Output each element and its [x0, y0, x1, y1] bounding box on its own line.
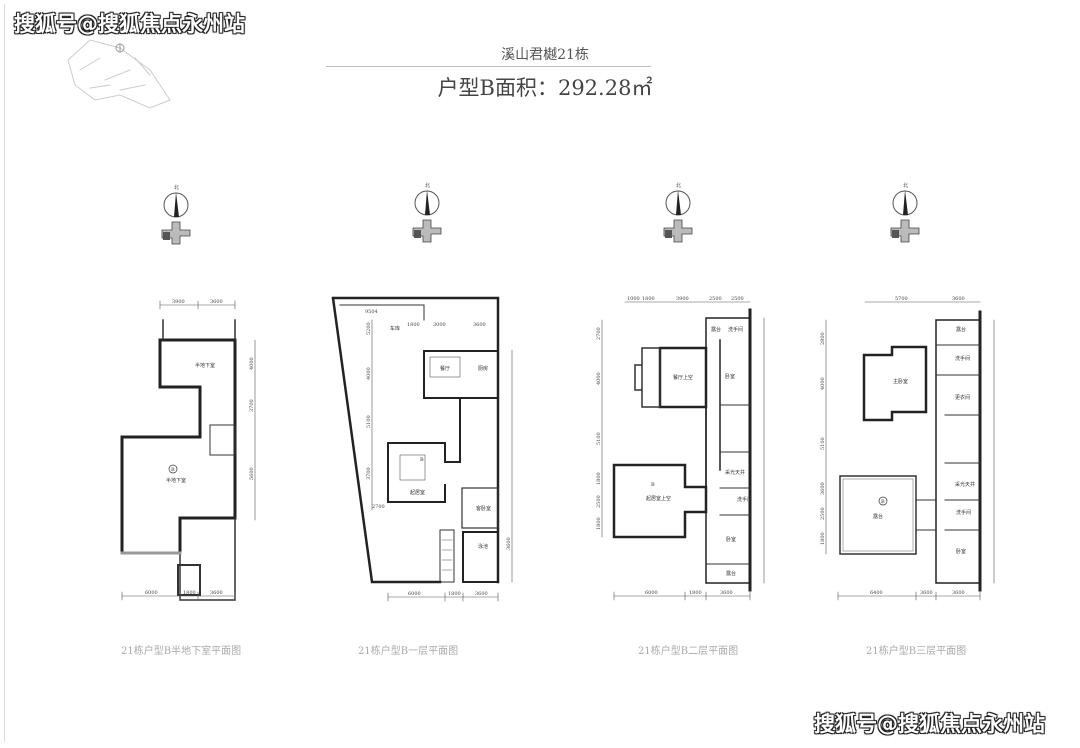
- svg-text:2800: 2800: [820, 332, 826, 345]
- page-frame: [4, 4, 1075, 742]
- svg-text:采光天井: 采光天井: [725, 469, 745, 476]
- svg-text:5100: 5100: [596, 432, 602, 445]
- svg-text:1800: 1800: [183, 590, 196, 596]
- plan-third-floor: 露台 洗手间 主卧室 更衣间 采光天井 露台 洗手间 卧室 B 5700 360…: [820, 296, 995, 657]
- svg-text:采光天井: 采光天井: [955, 481, 975, 488]
- watermark-bottom: 搜狐号@搜狐焦点永州站: [814, 712, 1045, 736]
- svg-text:3600: 3600: [720, 590, 733, 596]
- unit-area-title: 户型B面积：292.28㎡: [437, 76, 653, 100]
- svg-text:餐厅上空: 餐厅上空: [673, 374, 693, 381]
- svg-text:卧室: 卧室: [725, 373, 735, 380]
- svg-text:3900: 3900: [676, 296, 689, 302]
- svg-text:1800: 1800: [820, 532, 826, 545]
- svg-text:4000: 4000: [596, 372, 602, 385]
- svg-text:泳池: 泳池: [478, 543, 488, 550]
- svg-text:6000: 6000: [408, 591, 421, 597]
- svg-text:起居室上空: 起居室上空: [646, 495, 671, 502]
- project-title: 溪山君樾21栋: [501, 47, 589, 63]
- svg-text:北: 北: [174, 184, 179, 191]
- svg-text:1000: 1000: [627, 296, 640, 302]
- plan-basement: 半地下室 半地下室 B 3900 3600 6000 1800 3600 400…: [120, 299, 256, 657]
- svg-text:起居室: 起居室: [410, 489, 425, 496]
- svg-text:B: B: [420, 457, 424, 463]
- svg-text:3700: 3700: [249, 399, 255, 412]
- svg-text:6000: 6000: [145, 590, 158, 596]
- svg-text:4000: 4000: [820, 377, 826, 390]
- svg-text:5100: 5100: [366, 415, 372, 428]
- svg-text:2500: 2500: [709, 296, 722, 302]
- title-divider: [326, 66, 651, 67]
- plan-second-floor: 露台 洗手间 餐厅上空 卧室 采光天井 起居室上空 洗手间 卧室 露台 B 10…: [596, 296, 765, 657]
- compass-icon: 北: [890, 182, 920, 243]
- compass-icon: 北: [161, 184, 191, 245]
- svg-text:1800: 1800: [448, 591, 461, 597]
- svg-text:B: B: [881, 499, 885, 505]
- svg-text:洗手间: 洗手间: [737, 496, 752, 503]
- svg-text:洗手间: 洗手间: [956, 509, 971, 516]
- svg-text:1800: 1800: [642, 296, 655, 302]
- svg-text:1800: 1800: [596, 472, 602, 485]
- svg-text:3600: 3600: [210, 299, 223, 305]
- svg-text:21栋户型B半地下室平面图: 21栋户型B半地下室平面图: [121, 644, 241, 657]
- svg-text:2500: 2500: [731, 296, 744, 302]
- svg-text:6400: 6400: [870, 590, 883, 596]
- svg-text:3600: 3600: [475, 591, 488, 597]
- site-plan-thumbnail: [67, 39, 171, 109]
- svg-text:6000: 6000: [645, 590, 658, 596]
- svg-text:卧室: 卧室: [956, 548, 966, 555]
- svg-text:洗手间: 洗手间: [955, 355, 970, 362]
- svg-text:车库: 车库: [390, 325, 400, 332]
- svg-text:卧室: 卧室: [726, 536, 736, 543]
- svg-text:4000: 4000: [249, 357, 255, 370]
- svg-text:3600: 3600: [210, 590, 223, 596]
- svg-text:3000: 3000: [433, 322, 446, 328]
- svg-text:露台: 露台: [873, 513, 883, 520]
- svg-text:更衣间: 更衣间: [955, 394, 970, 401]
- plan-first-floor: 车库 餐厅 厨房 起居室 客卧室 泳池 B 9504 1800 3000 360…: [331, 296, 513, 657]
- svg-text:3700: 3700: [366, 467, 372, 480]
- compass-icon: 北: [412, 182, 442, 243]
- compass-icon: 北: [663, 182, 693, 243]
- svg-text:露台: 露台: [726, 570, 736, 577]
- svg-text:B: B: [651, 482, 655, 488]
- svg-text:厨房: 厨房: [478, 365, 488, 372]
- svg-text:3600: 3600: [952, 590, 965, 596]
- svg-text:3900: 3900: [172, 299, 185, 305]
- svg-text:2700: 2700: [596, 327, 602, 340]
- svg-text:5700: 5700: [895, 296, 908, 302]
- svg-text:露台: 露台: [956, 326, 966, 333]
- svg-text:2500: 2500: [596, 495, 602, 508]
- svg-text:5200: 5200: [366, 322, 372, 335]
- svg-text:北: 北: [903, 182, 908, 189]
- svg-text:露台: 露台: [711, 326, 721, 333]
- svg-text:3600: 3600: [506, 537, 512, 550]
- svg-text:9504: 9504: [365, 309, 378, 315]
- svg-text:1800: 1800: [689, 590, 702, 596]
- svg-text:3600: 3600: [820, 482, 826, 495]
- svg-text:餐厅: 餐厅: [440, 365, 450, 372]
- svg-text:B: B: [171, 467, 175, 473]
- svg-text:洗手间: 洗手间: [728, 326, 743, 333]
- svg-text:半地下室: 半地下室: [195, 362, 215, 369]
- svg-text:主卧室: 主卧室: [893, 378, 908, 385]
- svg-text:5600: 5600: [249, 467, 255, 480]
- svg-text:5100: 5100: [820, 437, 826, 450]
- svg-text:21栋户型B三层平面图: 21栋户型B三层平面图: [866, 644, 966, 657]
- svg-text:2700: 2700: [372, 504, 385, 510]
- svg-text:北: 北: [425, 182, 430, 189]
- svg-text:21栋户型B一层平面图: 21栋户型B一层平面图: [358, 644, 458, 657]
- svg-text:客卧室: 客卧室: [476, 505, 491, 512]
- svg-text:半地下室: 半地下室: [166, 477, 186, 484]
- svg-text:4000: 4000: [366, 367, 372, 380]
- svg-text:北: 北: [676, 182, 681, 189]
- svg-text:1800: 1800: [407, 322, 420, 328]
- svg-text:3600: 3600: [473, 322, 486, 328]
- svg-text:2500: 2500: [820, 507, 826, 520]
- svg-text:3600: 3600: [920, 590, 933, 596]
- svg-text:3600: 3600: [952, 296, 965, 302]
- svg-text:1800: 1800: [596, 517, 602, 530]
- svg-text:21栋户型B二层平面图: 21栋户型B二层平面图: [638, 644, 738, 657]
- watermark-top: 搜狐号@搜狐焦点永州站: [14, 12, 245, 36]
